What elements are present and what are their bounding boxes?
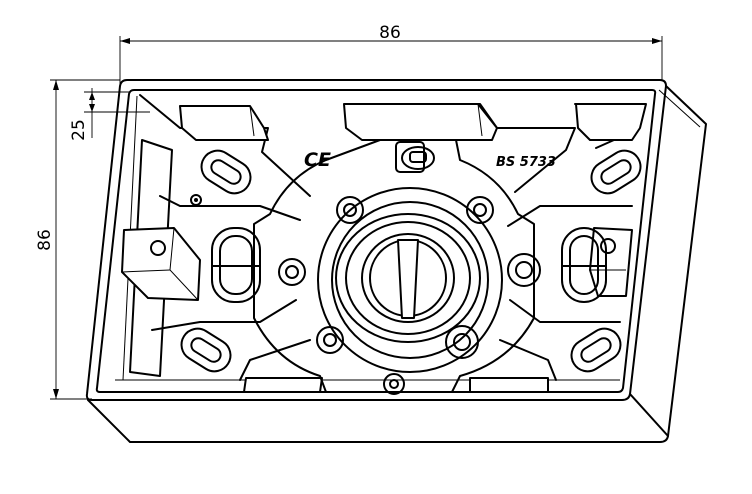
ce-mark: CE (304, 149, 331, 171)
bottom-knockouts (243, 377, 549, 393)
right-fixing-lug (589, 227, 633, 297)
box-markings: CE BS 5733 (304, 149, 556, 171)
left-fixing-lug (121, 139, 202, 377)
centre-boss (253, 139, 535, 395)
screw-bosses (278, 196, 541, 359)
height-label: 86 (35, 229, 55, 251)
width-label: 86 (379, 23, 401, 43)
corner-fixing-slots (180, 149, 642, 373)
box-outer-shell (85, 79, 707, 443)
standard-mark: BS 5733 (496, 155, 556, 170)
central-knockout (335, 213, 481, 343)
side-knockouts (211, 227, 607, 303)
depth-label: 25 (69, 119, 89, 141)
depth-dimension: 25 (69, 88, 150, 141)
top-knockouts (179, 103, 647, 141)
height-dimension: 86 (35, 79, 120, 400)
width-dimension: 86 (119, 23, 663, 86)
